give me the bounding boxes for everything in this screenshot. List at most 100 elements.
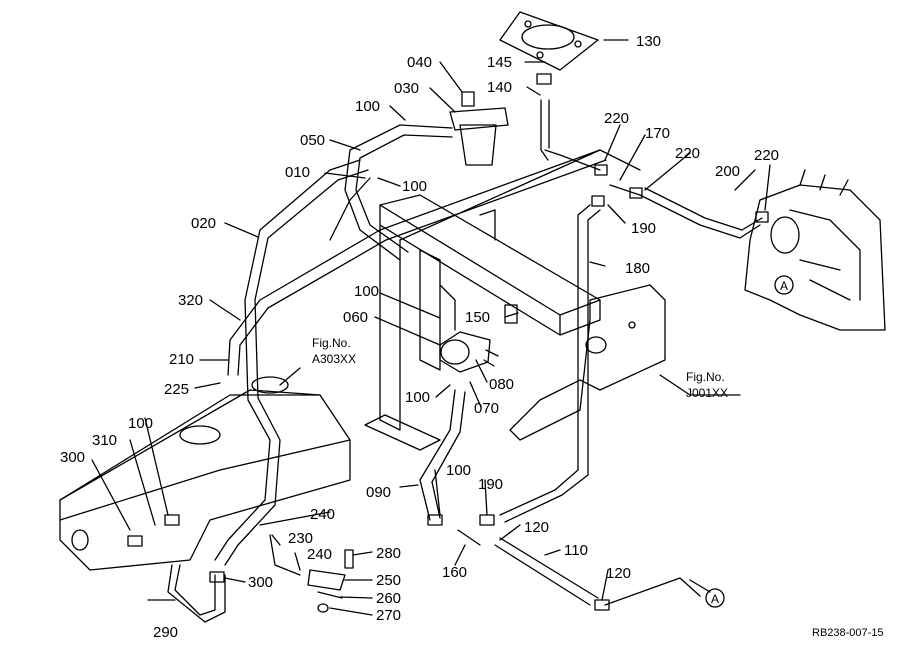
gasket-plate-opening: [521, 24, 575, 50]
fuel-filter-bowl: [459, 124, 497, 166]
part-label: 010: [285, 164, 310, 181]
bracket-hole: [628, 321, 636, 329]
figure-ref-code: J001XX: [686, 386, 728, 400]
fuel-filter-head: [449, 107, 509, 131]
part-label: 150: [465, 309, 490, 326]
fuel-tank-body: [59, 389, 351, 571]
hose-180-outline: [504, 209, 601, 523]
figure-ref-title: Fig.No.: [312, 336, 351, 350]
part-label: 310: [92, 432, 117, 449]
figure-reference-bracket: Fig.No. J001XX: [686, 370, 728, 400]
bracket-tube-end: [585, 336, 607, 354]
clamp-220-a: [594, 164, 608, 176]
engine-injection-pump: [770, 216, 800, 254]
fuel-tank-drain-boss: [71, 529, 89, 551]
part-label: 100: [446, 462, 471, 479]
part-label: 100: [402, 178, 427, 195]
part-label: 145: [487, 54, 512, 71]
fuel-pump-face: [440, 339, 470, 365]
part-label: 320: [178, 292, 203, 309]
fuel-tank-gauge-opening: [179, 425, 221, 445]
figure-ref-code: A303XX: [312, 352, 356, 366]
frame-leg-mid: [419, 249, 441, 371]
part-label: 170: [645, 125, 670, 142]
part-label: 050: [300, 132, 325, 149]
part-label: 100: [405, 389, 430, 406]
gasket-screw-hole: [536, 51, 544, 59]
part-label: 210: [169, 351, 194, 368]
hose-010: [329, 177, 371, 241]
hose-090-outline: [431, 391, 466, 519]
part-label: 110: [564, 542, 588, 559]
drain-hose-230: [269, 534, 301, 576]
part-label: 250: [376, 572, 401, 589]
part-label: 270: [376, 607, 401, 624]
part-label: 220: [604, 110, 629, 127]
figure-ref-title: Fig.No.: [686, 370, 725, 384]
frame-leg-left: [379, 224, 401, 431]
part-label: 200: [715, 163, 740, 180]
hose-020: [214, 159, 361, 561]
part-label: 080: [489, 376, 514, 393]
marker-A-hose: [705, 588, 725, 608]
gasket-screw-hole: [574, 40, 582, 48]
marker-A-engine-letter: A: [780, 279, 788, 293]
clamp-220-b: [629, 187, 643, 199]
clamp-100-tank: [164, 514, 180, 526]
part-label: 120: [524, 519, 549, 536]
tank-cap-gasket-plate: [499, 11, 599, 71]
fitting-145: [536, 73, 552, 85]
right-mounting-bracket: [509, 284, 666, 441]
part-label: 220: [754, 147, 779, 164]
part-label: 230: [288, 530, 313, 547]
part-label: 240: [310, 506, 335, 523]
drain-part-270: [317, 603, 329, 613]
clamp-300-lower: [209, 571, 225, 583]
part-label: 260: [376, 590, 401, 607]
frame-bracket: [479, 209, 496, 241]
frame-cross-member: [379, 194, 601, 316]
part-label: 180: [625, 260, 650, 277]
part-label: 140: [487, 79, 512, 96]
hose-020-outline: [224, 169, 369, 566]
diagram-code: RB238-007-15: [812, 627, 884, 639]
engine-pipes: [799, 169, 849, 196]
joint-170: [609, 184, 641, 196]
hose-200: [639, 194, 761, 239]
part-label: 130: [636, 33, 661, 50]
part-label: 030: [394, 80, 419, 97]
frame-rail: [399, 149, 641, 241]
gasket-screw-hole: [524, 20, 532, 28]
part-label: 060: [343, 309, 368, 326]
part-label: 220: [675, 145, 700, 162]
part-label: 020: [191, 215, 216, 232]
part-label: 090: [366, 484, 391, 501]
part-label: 225: [164, 381, 189, 398]
hose-top-to-170: [544, 149, 601, 171]
part-label: 190: [631, 220, 656, 237]
leader-lines: [91, 39, 771, 616]
hose-100-upper: [439, 284, 456, 331]
clamp-190-bottom: [479, 514, 495, 526]
hose-290: [174, 564, 216, 616]
hose-090: [419, 389, 456, 521]
part-labels: 130 145 140 040 030 100 050 010 100 020 …: [60, 33, 779, 641]
frame-cross-member-end: [559, 299, 601, 336]
hose-200-outline: [644, 187, 763, 231]
hose-290-outline: [167, 564, 226, 623]
frame-cross-member-side: [379, 204, 561, 336]
part-label: 240: [307, 546, 332, 563]
hose-050: [344, 124, 453, 261]
fuel-pump-body: [439, 331, 491, 373]
part-label: 040: [407, 54, 432, 71]
marker-A-engine: [774, 275, 794, 295]
part-label: 280: [376, 545, 401, 562]
line-art: [59, 11, 886, 623]
drain-part-260: [317, 591, 343, 599]
hose-140: [540, 99, 549, 161]
part-label: 070: [474, 400, 499, 417]
hose-180: [499, 204, 591, 516]
clamp-100-bottom: [427, 514, 443, 526]
figure-reference-tank: Fig.No. A303XX: [312, 336, 356, 366]
